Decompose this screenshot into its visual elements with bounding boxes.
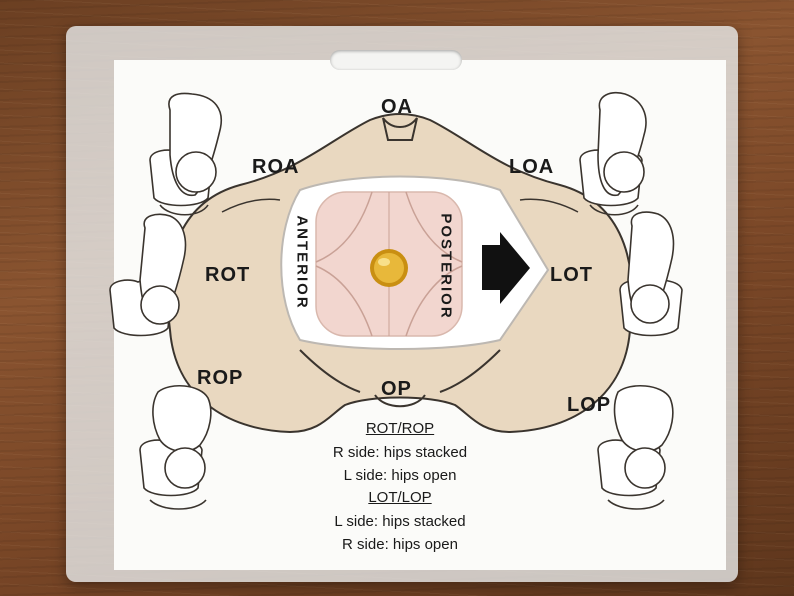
note-lot-lop-heading: LOT/LOP (368, 489, 432, 506)
label-rot: ROT (205, 264, 251, 286)
baby-figure-lop (597, 385, 674, 510)
baby-figure-rot (109, 213, 187, 337)
baby-figure-loa (579, 91, 647, 216)
baby-figure-roa (149, 92, 222, 216)
label-lop: LOP (567, 394, 612, 416)
note-rot-rop-heading: ROT/ROP (365, 420, 435, 437)
note-lot-lop-line2: R side: hips open (342, 536, 458, 553)
pin-icon (370, 249, 408, 287)
label-posterior: POSTERIOR (437, 213, 455, 320)
label-loa: LOA (509, 156, 555, 178)
note-rot-rop-line2: L side: hips open (343, 467, 457, 484)
baby-figure-rop (139, 385, 212, 510)
label-oa: OA (381, 96, 413, 118)
label-rop: ROP (197, 367, 244, 389)
baby-figure-lot (619, 211, 683, 337)
label-anterior: ANTERIOR (293, 215, 311, 310)
note-rot-rop-line1: R side: hips stacked (332, 444, 468, 461)
label-lot: LOT (550, 264, 593, 286)
label-roa: ROA (252, 156, 300, 178)
note-lot-lop-line1: L side: hips stacked (334, 513, 466, 530)
label-op: OP (381, 378, 412, 400)
hang-slot (330, 50, 462, 70)
arrow-right-icon (482, 232, 530, 304)
